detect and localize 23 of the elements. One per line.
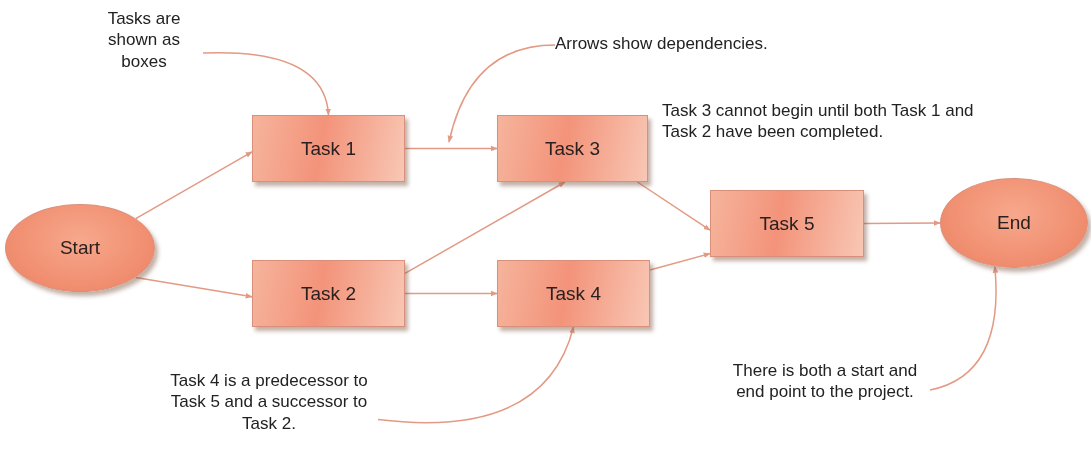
leader-arrow: [447, 44, 556, 143]
arrow: [135, 276, 253, 299]
task-box: Task 5: [710, 190, 864, 257]
arrow: [404, 145, 498, 152]
task-box: Task 1: [252, 115, 405, 182]
arrow: [135, 151, 253, 220]
terminal-ellipse: End: [940, 178, 1088, 268]
task-box: Task 3: [497, 115, 648, 182]
arrow: [636, 181, 711, 231]
note-text: Task 3 cannot begin until both Task 1 and Task 2 have been completed.: [662, 100, 975, 143]
leader-arrow: [377, 326, 575, 424]
arrow: [649, 252, 711, 271]
arrow: [404, 290, 498, 297]
task-box: Task 4: [497, 260, 650, 327]
task-box: Task 2: [252, 260, 405, 327]
terminal-ellipse: Start: [5, 204, 155, 292]
arrow: [863, 220, 941, 226]
leader-arrow: [202, 51, 331, 116]
callout-text: Arrows show dependencies.: [555, 33, 875, 57]
arrow: [404, 181, 566, 275]
callout-text: There is both a start and end point to the project.: [720, 360, 930, 410]
callout-text: Tasks are shown as boxes: [85, 8, 203, 98]
callout-text: Task 4 is a predecessor to Task 5 and a successor to Task 2.: [160, 370, 378, 450]
